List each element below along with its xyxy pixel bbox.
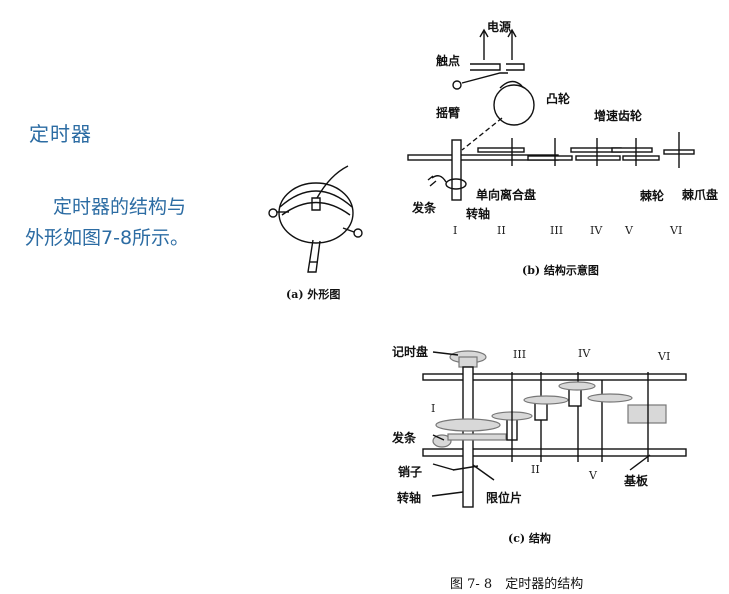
roman-b-6: VI (670, 224, 683, 237)
slide-body: 定时器的结构与外形如图7-8所示。 (25, 192, 220, 254)
slide-title: 定时器 (29, 122, 92, 146)
structure-detail-drawing (422, 350, 687, 508)
label-spring-b: 发条 (412, 201, 437, 215)
label-pawl-disc: 棘爪盘 (682, 188, 719, 202)
roman-b-5: V (625, 224, 633, 237)
label-spring-c: 发条 (392, 431, 417, 445)
roman-b-3: III (550, 224, 564, 237)
label-power: 电源 (487, 20, 512, 34)
label-shaft-b: 转轴 (466, 207, 491, 221)
label-one-way-clutch: 单向离合盘 (476, 188, 537, 202)
figure-b-caption: (b) 结构示意图 (522, 264, 599, 277)
roman-c-4: IV (578, 347, 591, 360)
label-ratchet: 棘轮 (640, 189, 665, 203)
figure-title: 图 7- 8 定时器的结构 (450, 577, 584, 592)
label-limit-piece: 限位片 (486, 491, 523, 505)
roman-c-2: II (531, 463, 540, 476)
body-line-2: 外形如图7-8所示。 (25, 227, 190, 249)
label-shaft-c: 转轴 (397, 491, 422, 505)
label-base-plate: 基板 (624, 474, 649, 488)
roman-c-1: I (431, 402, 436, 415)
roman-b-2: II (497, 224, 506, 237)
label-pin: 销子 (398, 465, 423, 479)
label-cam: 凸轮 (546, 92, 571, 106)
roman-c-6: VI (658, 350, 671, 363)
roman-b-4: IV (590, 224, 603, 237)
roman-c-5: V (589, 469, 597, 482)
roman-b-1: I (453, 224, 458, 237)
timer-exterior-drawing (268, 165, 363, 273)
label-timer-dial: 记时盘 (392, 345, 429, 359)
structure-schematic-drawing (407, 28, 695, 201)
label-speedup-gears: 增速齿轮 (594, 109, 643, 123)
label-contact: 触点 (436, 54, 461, 68)
figure-c-caption: (c) 结构 (508, 532, 551, 545)
roman-c-3: III (513, 348, 527, 361)
label-rocker: 摇臂 (436, 106, 461, 120)
body-line-1: 定时器的结构与 (53, 196, 187, 218)
figure-a-caption: (a) 外形图 (286, 288, 341, 301)
